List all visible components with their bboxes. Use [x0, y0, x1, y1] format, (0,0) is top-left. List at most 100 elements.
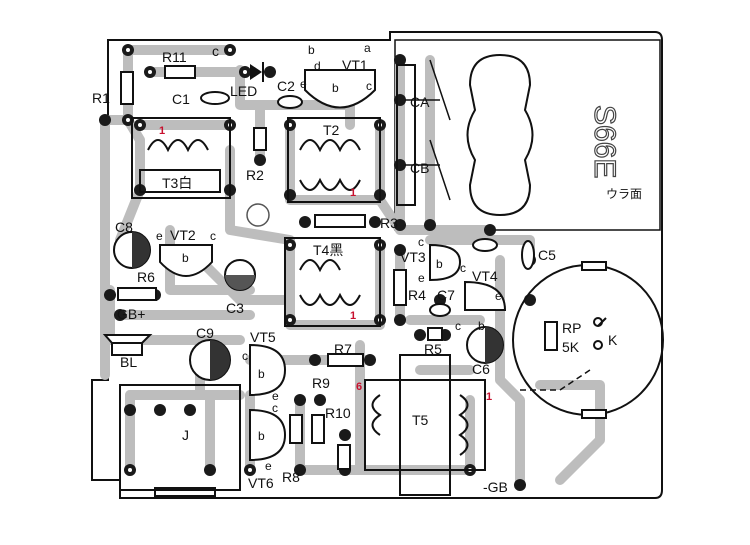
- transformer-t4: [284, 237, 381, 327]
- label-led: LED: [230, 83, 257, 99]
- pin-c-vt6: c: [272, 401, 278, 415]
- label-vt3: VT3: [400, 249, 426, 265]
- label-t3: T3白: [162, 175, 192, 191]
- label-r10: R10: [325, 405, 351, 421]
- pin-e-vt3: e: [418, 271, 425, 285]
- pin-b-vt6: b: [258, 429, 265, 443]
- led-symbol: [250, 62, 264, 82]
- transistor-vt3: [429, 243, 462, 282]
- pin-b-vt3: b: [436, 257, 443, 271]
- label-r5: R5: [424, 341, 442, 357]
- label-c5: C5: [538, 247, 556, 263]
- pin-b-vt1: b: [332, 81, 339, 95]
- pin-c-vt2: c: [210, 229, 216, 243]
- model-number: S66E: [588, 105, 621, 178]
- transistor-vt1: [304, 69, 376, 109]
- resistor-r8: [289, 414, 303, 444]
- resistor-r11: [164, 65, 196, 79]
- pin1-t3: 1: [159, 125, 165, 137]
- pin-e-vt6: e: [265, 459, 272, 473]
- resistor-r3: [314, 214, 366, 228]
- label-vt5: VT5: [250, 329, 276, 345]
- resistor-r5: [427, 327, 443, 341]
- jack-j: [119, 384, 241, 497]
- label-gb-plus: GB+: [117, 306, 145, 322]
- resistor-r6: [117, 287, 157, 301]
- label-t5: T5: [412, 412, 429, 428]
- label-vt6: VT6: [248, 475, 274, 491]
- label-vt2: VT2: [170, 227, 196, 243]
- resistor-r10: [311, 414, 325, 444]
- label-rp: RP: [562, 320, 581, 336]
- transistor-vt5: [249, 343, 287, 397]
- pin-d-vt1: d: [314, 59, 321, 73]
- pin-e-vt5: e: [272, 389, 279, 403]
- label-c6: C6: [472, 361, 490, 377]
- pin-e-vt1: e: [300, 77, 307, 91]
- capacitor-c5: [521, 240, 535, 270]
- label-vt1: VT1: [342, 57, 368, 73]
- label-c8: C8: [115, 219, 133, 235]
- transistor-vt4: [464, 280, 507, 311]
- label-cb: CB: [410, 160, 429, 176]
- pin-c-vt1: c: [366, 79, 372, 93]
- pin-e-vt4: e: [495, 289, 502, 303]
- pin1-t2: 1: [350, 187, 356, 199]
- label-ca: CA: [410, 94, 430, 110]
- label-c9: C9: [196, 325, 214, 341]
- resistor-r2: [253, 127, 267, 151]
- capacitor-c2: [277, 95, 303, 109]
- tuning-capacitor-ca-cb: [396, 53, 534, 217]
- transformer-t3: [131, 117, 231, 199]
- solder-pads: [99, 44, 536, 491]
- label-r11: R11: [162, 49, 187, 65]
- capacitor-c7: [429, 303, 451, 317]
- label-k: K: [608, 332, 618, 348]
- label-j: J: [182, 427, 189, 443]
- pin6-t5: 6: [356, 381, 362, 393]
- label-vt4: VT4: [472, 268, 498, 284]
- pin-a-vt1: a: [364, 41, 371, 55]
- label-r7: R7: [334, 341, 352, 357]
- label-c2: C2: [277, 78, 295, 94]
- label-r1: R1: [92, 90, 110, 106]
- resistor-r1: [120, 71, 134, 105]
- label-c3: C3: [226, 300, 244, 316]
- pin-b-vt5: b: [258, 367, 265, 381]
- label-c7: C7: [437, 287, 455, 303]
- label-r3: R3: [380, 215, 398, 231]
- label-c1: C1: [172, 91, 190, 107]
- pin1-t4: 1: [350, 310, 356, 322]
- label-gb-minus: -GB: [483, 479, 508, 495]
- pin-c-vt5: c: [242, 349, 248, 363]
- transformer-t2: [287, 117, 381, 203]
- pin-c-vt3: c: [418, 235, 424, 249]
- transformer-t5: [364, 354, 486, 496]
- pin-c-vt4: c: [460, 261, 466, 275]
- pin1-t5: 1: [486, 391, 492, 403]
- mounting-hole: [246, 203, 270, 227]
- pin-c-vt4-lower: c: [455, 319, 461, 333]
- label-rp-value: 5K: [562, 339, 580, 355]
- label-t4: T4黑: [313, 242, 343, 258]
- capacitor-c4: [472, 238, 498, 252]
- pin-c-top: c: [212, 43, 219, 59]
- label-r4: R4: [408, 287, 426, 303]
- label-r9: R9: [312, 375, 330, 391]
- pin-b-vt2: b: [182, 251, 189, 265]
- transistor-vt6: [249, 408, 287, 462]
- potentiometer-rp: [512, 261, 664, 419]
- label-r2: R2: [246, 167, 264, 183]
- back-side-note: ウラ面: [606, 187, 642, 201]
- label-r8: R8: [282, 469, 300, 485]
- resistor-r9: [337, 444, 351, 470]
- label-r6: R6: [137, 269, 155, 285]
- pin-e-vt2: e: [156, 229, 163, 243]
- capacitor-c1: [200, 91, 230, 105]
- label-t2: T2: [323, 122, 340, 138]
- pin-b-vt1-top: b: [308, 43, 315, 57]
- pin-b-vt4: b: [478, 319, 485, 333]
- resistor-r4: [393, 269, 407, 306]
- transistor-vt2: [159, 244, 213, 277]
